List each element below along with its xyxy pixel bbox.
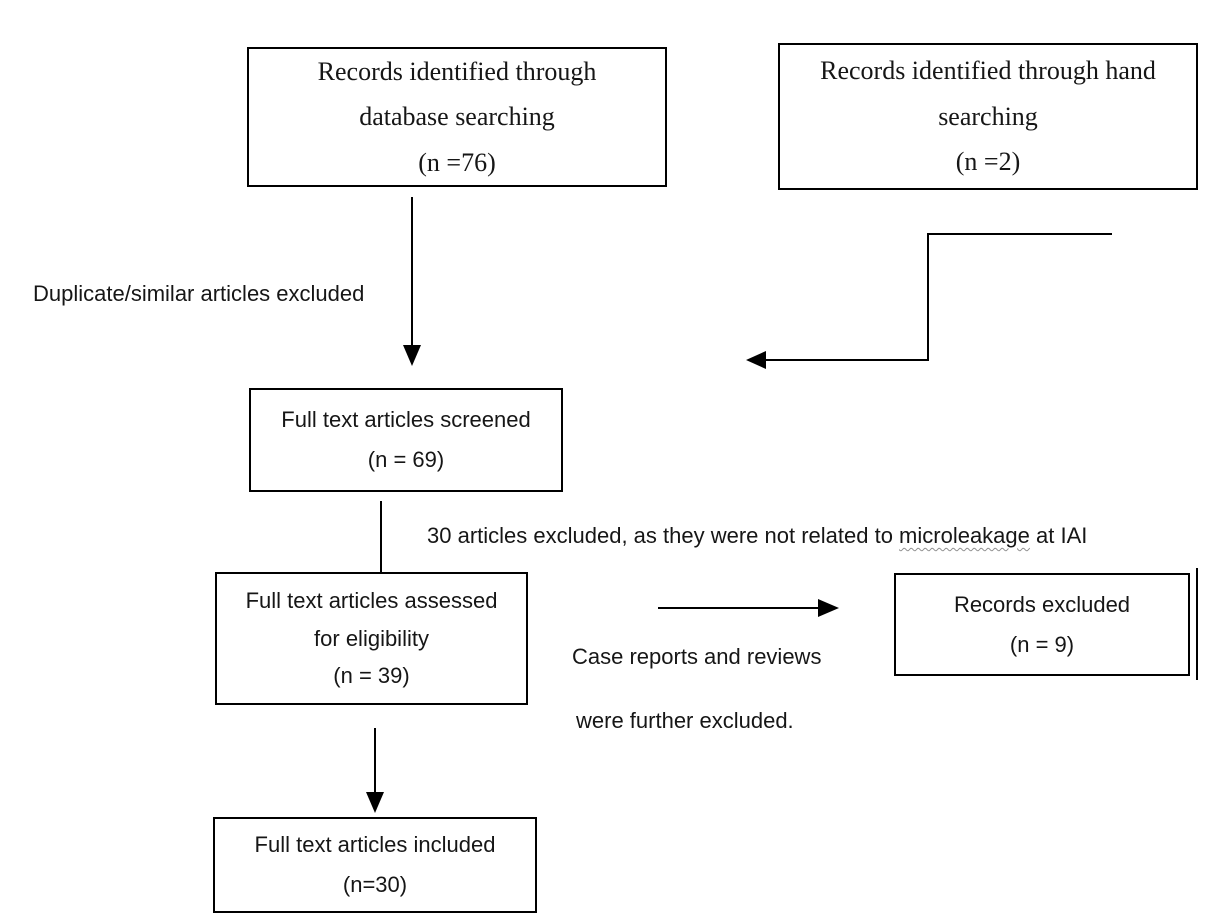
- box-full-text-screened: Full text articles screened (n = 69): [249, 388, 563, 492]
- box-text-line: searching: [938, 101, 1038, 131]
- box-count-line: (n = 39): [333, 663, 410, 689]
- box-text-line: Records excluded: [953, 591, 1131, 617]
- arrow-assessed-to-included-icon: [366, 728, 384, 813]
- box-text-line: Records identified through hand: [820, 56, 1156, 86]
- arrow-assessed-to-excluded-icon: [658, 599, 839, 617]
- label-30-articles-prefix: 30 articles excluded, as they were not r…: [427, 523, 900, 548]
- box-count-line: (n = 9): [1009, 631, 1075, 657]
- box-text-line: Full text articles screened: [281, 407, 531, 433]
- box-full-text-included: Full text articles included (n=30): [213, 817, 537, 913]
- arrow-database-to-screened-icon: [403, 197, 421, 366]
- label-30-articles-excluded: 30 articles excluded, as they were not r…: [427, 523, 1087, 549]
- label-microleakage-misspelled-word: microleakage: [899, 523, 1030, 548]
- box-count-line: (n = 69): [367, 447, 445, 472]
- arrow-hand-search-elbow-icon: [746, 233, 1112, 369]
- box-records-hand-searching: Records identified through hand searchin…: [778, 43, 1198, 190]
- box-text-line: Full text articles assessed: [245, 587, 498, 613]
- label-30-articles-suffix: at IAI: [1029, 523, 1088, 548]
- box-count-line: (n =76): [418, 147, 496, 177]
- box-records-database-searching: Records identified through database sear…: [247, 47, 667, 187]
- box-text-line: Records identified through: [317, 56, 597, 86]
- box-text-line: for eligibility: [314, 625, 429, 651]
- box-count-line: (n =2): [955, 147, 1021, 177]
- box-records-excluded: Records excluded (n = 9): [894, 573, 1190, 676]
- label-case-reports-line1: Case reports and reviews: [572, 644, 822, 669]
- label-case-reports-line2: were further excluded.: [576, 708, 794, 733]
- box-full-text-assessed: Full text articles assessed for eligibil…: [215, 572, 528, 705]
- box-text-line: database searching: [359, 102, 555, 132]
- box-text-line: Full text articles included: [254, 832, 496, 858]
- label-duplicate-articles-excluded: Duplicate/similar articles excluded: [33, 281, 365, 306]
- box-count-line: (n=30): [342, 872, 408, 897]
